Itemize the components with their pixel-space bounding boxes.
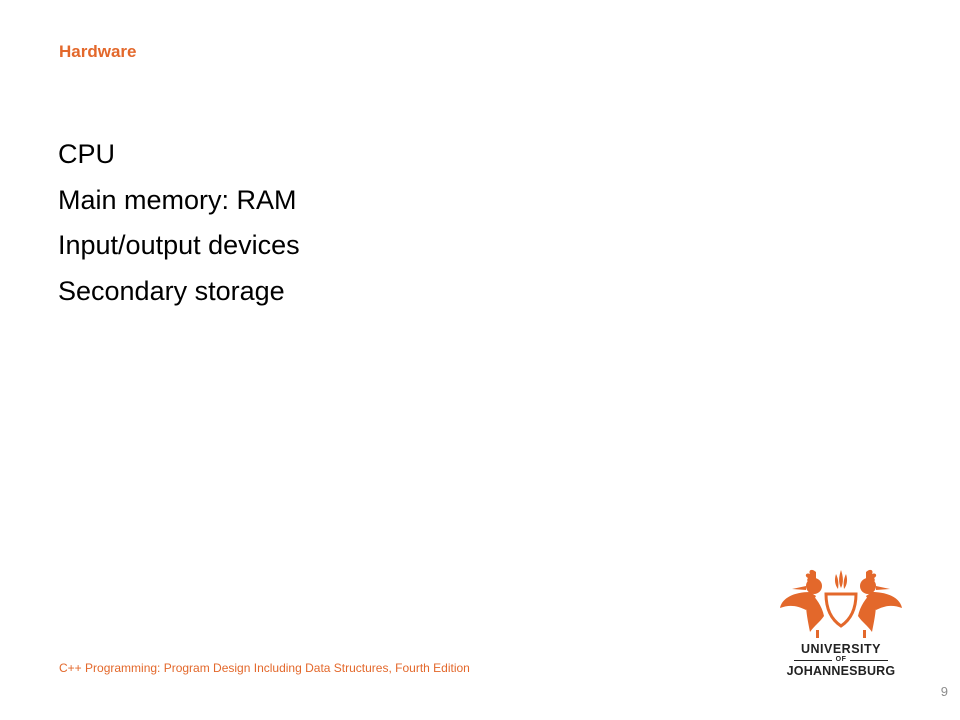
logo-text-johannesburg: JOHANNESBURG bbox=[786, 664, 896, 678]
logo-text-university: UNIVERSITY bbox=[800, 642, 881, 656]
bullet-item-main-memory: Main memory: RAM bbox=[58, 184, 297, 215]
university-crest-icon bbox=[780, 569, 902, 638]
bullet-list: CPU Main memory: RAM Input/output device… bbox=[58, 132, 300, 314]
bullet-item-cpu: CPU bbox=[58, 139, 116, 169]
slide-title: Hardware bbox=[59, 42, 137, 61]
logo-text-of: OF bbox=[835, 656, 847, 663]
logo-rule-right bbox=[850, 660, 888, 661]
bullet-item-io-devices: Input/output devices bbox=[58, 230, 300, 261]
bullet-item-secondary-storage: Secondary storage bbox=[58, 275, 285, 306]
page-number: 9 bbox=[940, 684, 948, 699]
logo-rule-left bbox=[794, 660, 832, 661]
footer-text: C++ Programming: Program Design Includin… bbox=[59, 661, 470, 675]
university-logo: UNIVERSITY OF JOHANNESBURG bbox=[776, 562, 906, 682]
